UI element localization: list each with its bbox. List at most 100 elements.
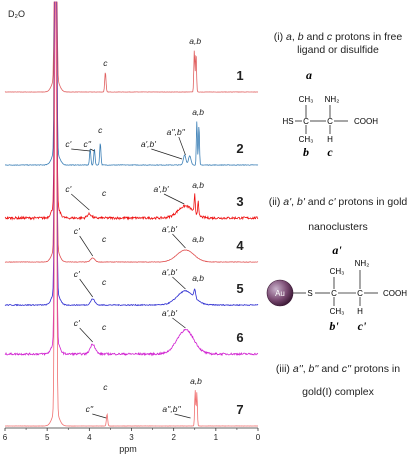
spectrum-4: 4 [4, 1, 259, 263]
caption-fragment: c' [328, 196, 336, 208]
peak-label: c [103, 58, 108, 68]
svg-text:C: C [357, 289, 363, 298]
methyl-top: CH₃ [299, 95, 314, 104]
svg-text:C: C [331, 289, 337, 298]
amine-group-au: NH₂ [355, 259, 370, 268]
peak-label: c [103, 382, 108, 392]
peak-arrow [163, 193, 185, 205]
peak-arrow-label: a'',b'' [162, 404, 181, 414]
peak-arrow [151, 148, 183, 160]
spectrum-index-4: 4 [236, 238, 244, 253]
peak-label: c [102, 188, 107, 198]
caption-fragment: protons in [351, 363, 401, 375]
label-b-prime: b' [329, 319, 339, 333]
caption-fragment: , [302, 363, 309, 375]
label-c-prime: c' [358, 319, 367, 333]
caption-fragment: and [303, 31, 327, 43]
caption-gold-complex: (iii) a'', b'' and c'' protons in gold(I… [262, 363, 414, 399]
peak-arrow-label: c' [74, 269, 80, 279]
caption-fragment: c [326, 31, 333, 43]
caption-free-ligand: (i) a, b and c protons in free ligand or… [262, 31, 414, 57]
peak-label: c [102, 277, 107, 287]
caption-gold-complex-line1: (iii) a'', b'' and c'' protons in [276, 363, 400, 375]
spectrum-line-5 [4, 1, 259, 307]
svg-text:C: C [303, 117, 309, 126]
alpha-hydrogen: H [327, 135, 333, 144]
spectrum-6: 6 [4, 1, 259, 357]
gold-label: Au [275, 289, 285, 298]
caption-fragment: a'' [292, 363, 303, 375]
peak-arrow-label: a',b' [162, 267, 177, 277]
spectra-annotations: c a,b c a,b c' c'' a'',b'' a',b' c a,b c' a',b' c a,b… [65, 36, 204, 419]
caption-gold-nanoclusters-line2: nanoclusters [308, 221, 368, 233]
spectrum-2: 2 [4, 1, 259, 166]
spectrum-7: 7 [5, 1, 259, 427]
peak-arrow-label: c'' [83, 139, 91, 149]
spectrum-index-7: 7 [236, 402, 243, 417]
peak-arrow [174, 413, 191, 419]
spectrum-index-6: 6 [236, 330, 243, 345]
caption-free-ligand-line1: (i) a, b and c protons in free [274, 31, 402, 43]
caption-gold-nanoclusters-line1: (ii) a', b' and c' protons in gold [269, 196, 408, 208]
legend-panel: (i) a, b and c protons in free ligand or… [262, 0, 414, 457]
peak-label: a,b [192, 107, 204, 117]
peak-arrow-label: c' [74, 226, 80, 236]
label-a: a [306, 68, 312, 82]
peak-arrow-label: c' [65, 139, 71, 149]
label-c: c [327, 145, 333, 159]
caption-fragment: a [286, 31, 292, 43]
peak-arrow [172, 233, 186, 249]
structure-free-ligand: a CH₃ HS C C COOH NH₂ CH₃ H b c [282, 68, 378, 159]
carboxyl-group: COOH [354, 117, 378, 126]
x-tick-label: 1 [214, 433, 219, 442]
spectrum-index-2: 2 [236, 141, 243, 156]
peak-label: a,b [192, 180, 204, 190]
peak-arrow-label: a',b' [162, 308, 177, 318]
peak-arrow [71, 148, 91, 152]
spectrum-line-2 [4, 1, 259, 166]
spectrum-index-3: 3 [236, 194, 243, 209]
x-tick-label: 2 [171, 433, 176, 442]
caption-fragment: , [291, 196, 297, 208]
caption-fragment: (iii) [275, 363, 293, 375]
caption-fragment: b' [296, 196, 305, 208]
peak-arrow-label: c' [74, 318, 80, 328]
spectrum-index-5: 5 [236, 281, 243, 296]
x-tick-label: 5 [45, 433, 50, 442]
alpha-hydrogen-au: H [357, 307, 363, 316]
spectrum-3: 3 [4, 1, 259, 221]
amine-group: NH₂ [325, 95, 340, 104]
peak-label: c [102, 322, 107, 332]
peak-label: a,b [192, 273, 204, 283]
spectrum-index-1: 1 [236, 68, 243, 83]
caption-gold-nanoclusters: (ii) a', b' and c' protons in gold nanoc… [262, 196, 414, 234]
peak-label: a,b [192, 234, 204, 244]
peak-arrow-label: c' [65, 184, 71, 194]
peak-arrow [79, 235, 93, 257]
caption-fragment: b'' [308, 363, 319, 375]
spectrum-5: 5 [4, 1, 259, 307]
peak-label: c [102, 234, 107, 244]
x-axis-title: ppm [119, 444, 137, 454]
peak-arrow-label: a',b' [141, 139, 156, 149]
methyl-bottom: CH₃ [299, 135, 314, 144]
peak-arrow [79, 278, 93, 298]
x-tick-label: 3 [129, 433, 134, 442]
caption-free-ligand-line2: ligand or disulfide [297, 44, 379, 56]
peak-label: a,b [189, 36, 201, 46]
caption-fragment: c'' [341, 363, 352, 375]
peak-arrow [90, 148, 95, 152]
label-b: b [303, 145, 309, 159]
caption-gold-complex-line2: gold(I) complex [302, 386, 374, 398]
x-tick-label: 6 [3, 433, 8, 442]
thiol-group: HS [282, 117, 293, 126]
peak-arrow-label: a'',b'' [167, 127, 186, 137]
peak-arrow [172, 317, 186, 329]
peak-arrow [178, 136, 186, 156]
carboxyl-group-au: COOH [383, 289, 407, 298]
x-tick-label: 4 [87, 433, 92, 442]
peak-arrow [172, 276, 186, 290]
caption-fragment: and [304, 196, 329, 208]
caption-fragment: protons in gold [335, 196, 408, 208]
